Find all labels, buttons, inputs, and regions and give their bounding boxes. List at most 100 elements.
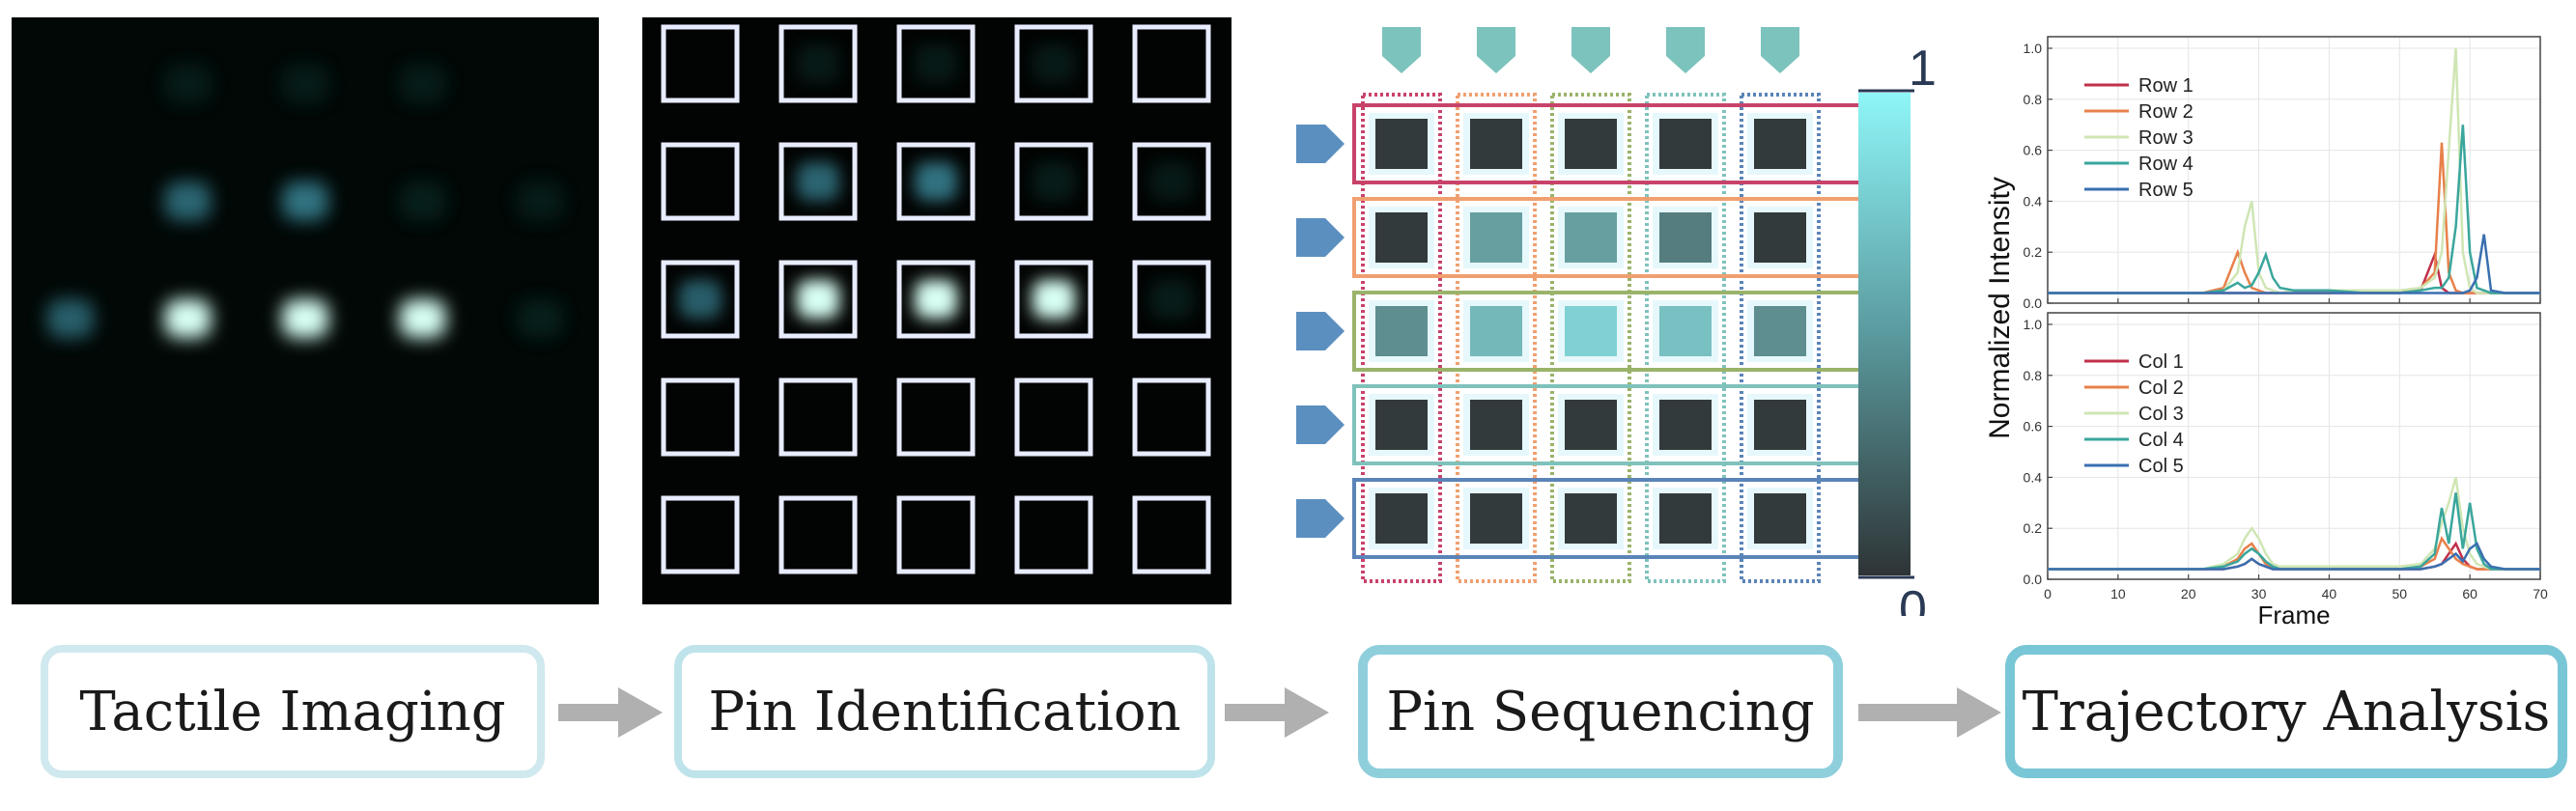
stage-label: Trajectory Analysis [2022,680,2551,743]
pin-cell [1565,400,1617,450]
pin-cell [1754,119,1806,169]
pin-box [661,495,740,574]
column-marker-icon [1571,27,1610,73]
pin-box [1132,24,1211,103]
legend-label: Row 4 [2138,154,2194,175]
pin-box [778,495,858,574]
y-tick-label: 0.8 [2024,368,2043,383]
pin-box [661,260,740,339]
tactile-blob [46,299,94,338]
pin-box [896,142,976,221]
colorbar-max-label: 1 [1909,41,1937,97]
series-line [2048,477,2540,571]
pin-box [778,142,858,221]
pin-blob [915,162,957,201]
pin-blob [1150,280,1193,319]
column-outline [1550,93,1631,583]
plot-frame [2047,312,2541,580]
y-axis-label: Normalized Intensity [1984,177,2016,439]
tactile-blob [164,299,212,338]
pin-cell [1375,119,1428,169]
pin-blob [915,44,957,83]
arrow-right-icon [1858,687,2001,738]
pin-box [896,495,976,574]
series-line [2048,542,2540,571]
stage-tactile-imaging: Tactile Imaging [41,645,545,778]
stage-label: Pin Sequencing [1386,680,1815,743]
pin-blob [679,280,722,319]
stage-label: Tactile Imaging [79,680,506,743]
pin-cell [1659,212,1712,263]
pin-blob [1150,162,1193,201]
y-tick-label: 0.6 [2024,419,2043,434]
plot-frame [2047,36,2541,304]
tactile-image-canvas [46,64,564,338]
pin-cell [1659,119,1712,169]
y-tick-label: 0.0 [2024,295,2043,311]
pin-cell [1659,400,1712,450]
legend-label: Col 2 [2138,378,2184,399]
pin-blob [797,162,839,201]
tactile-blob [517,182,564,221]
y-tick-label: 1.0 [2024,41,2043,56]
colorbar [1858,93,1911,575]
legend-label: Row 5 [2138,180,2194,201]
pin-box [896,378,976,457]
pin-box [778,260,858,339]
legend-label: Row 3 [2138,127,2194,149]
legend-label: Col 5 [2138,456,2184,477]
pin-box [1132,260,1211,339]
stage-trajectory-analysis: Trajectory Analysis [2005,645,2567,778]
tactile-blob [164,182,212,221]
tactile-blob [399,182,446,221]
series-line [2048,234,2540,294]
stage-pin-identification: Pin Identification [674,645,1215,778]
x-tick-label: 10 [2110,586,2126,601]
tactile-blob [282,299,328,338]
pin-box [896,24,976,103]
pin-blob [797,44,839,83]
legend-label: Col 1 [2138,351,2184,373]
pin-cell [1375,493,1428,544]
pin-box [661,142,740,221]
pin-cell [1375,400,1428,450]
y-tick-label: 0.4 [2024,193,2043,209]
x-tick-label: 70 [2533,586,2548,601]
pin-box [1014,378,1093,457]
series-line [2048,492,2540,571]
y-tick-label: 0.2 [2024,520,2043,536]
arrow-right-icon [1225,687,1329,738]
y-tick-label: 0.6 [2024,143,2043,158]
tactile-blob [282,182,328,221]
y-tick-label: 0.4 [2024,469,2043,485]
arrow-right-icon [558,687,663,738]
tactile-blob [399,299,446,338]
tactile-image [12,17,599,604]
pin-cell [1470,306,1522,356]
pin-blob [1033,280,1075,319]
pin-cell [1375,212,1428,263]
x-tick-label: 40 [2322,586,2337,601]
column-marker-icon [1666,27,1705,73]
pin-cell [1754,493,1806,544]
row-marker-icon [1296,312,1345,350]
pin-cell [1565,119,1617,169]
y-tick-label: 0.8 [2024,92,2043,107]
x-tick-label: 30 [2251,586,2267,601]
x-tick-label: 50 [2392,586,2407,601]
y-tick-label: 0.0 [2024,572,2043,587]
pin-cell [1754,306,1806,356]
pin-blob [797,280,839,319]
pin-box [1014,495,1093,574]
pin-box [1014,260,1093,339]
row-marker-icon [1296,406,1345,444]
row-marker-icon [1296,218,1345,257]
column-marker-icon [1382,27,1421,73]
x-tick-label: 60 [2462,586,2477,601]
pin-blob [1033,44,1075,83]
